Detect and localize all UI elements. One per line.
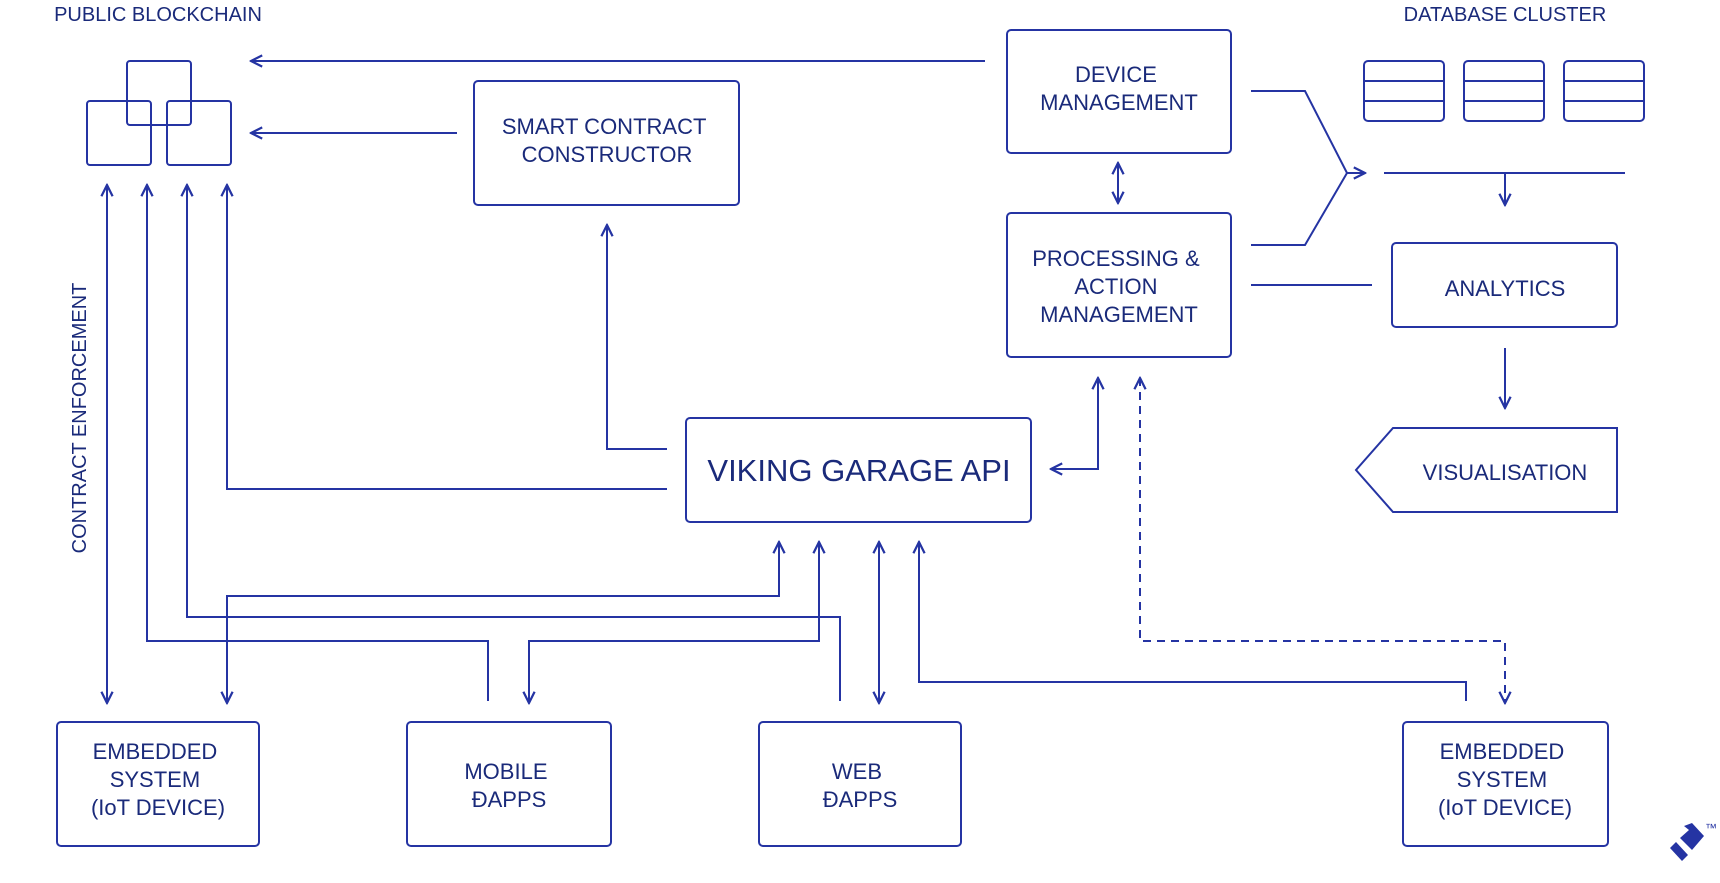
analytics-label: ANALYTICS — [1445, 276, 1566, 301]
embedded-system-right-label: EMBEDDED SYSTEM (IoT DEVICE) — [1438, 739, 1572, 820]
blockchain-blocks-icon — [86, 60, 232, 166]
public-blockchain-label: PUBLIC BLOCKCHAIN — [54, 4, 262, 26]
arrow-mobile-to-blockchain — [147, 185, 489, 701]
connector-device-to-database — [1251, 90, 1365, 173]
visualisation-label: VISUALISATION — [1423, 460, 1588, 485]
database-table-icon — [1363, 60, 1445, 122]
smart-contract-label: SMART CONTRACT CONSTRUCTOR — [502, 114, 712, 167]
processing-label: PROCESSING & ACTION MANAGEMENT — [1032, 246, 1206, 327]
toptal-logo-icon — [1670, 823, 1704, 861]
viking-garage-api-box — [685, 417, 1032, 523]
arrow-api-to-embedded-left — [227, 542, 779, 703]
processing-action-management-box — [1006, 212, 1232, 358]
arrow-processing-api — [1051, 378, 1098, 469]
web-dapps-box — [758, 721, 962, 847]
database-table-icon — [1563, 60, 1645, 122]
embedded-system-left-box — [56, 721, 260, 847]
arrow-api-to-mobile — [529, 542, 819, 703]
smart-contract-constructor-box — [473, 80, 740, 206]
connector-processing-to-database — [1251, 172, 1348, 246]
contract-enforcement-label: CONTRACT ENFORCEMENT — [69, 283, 91, 554]
device-management-label: DEVICE MANAGEMENT — [1040, 62, 1198, 115]
mobile-dapps-box — [406, 721, 612, 847]
mobile-dapps-label: MOBILE ĐAPPS — [464, 759, 553, 812]
arrow-web-to-blockchain — [187, 185, 841, 701]
database-table-icon — [1463, 60, 1545, 122]
embedded-system-left-label: EMBEDDED SYSTEM (IoT DEVICE) — [91, 739, 225, 820]
analytics-box — [1391, 242, 1618, 328]
device-management-box — [1006, 29, 1232, 154]
arrow-api-to-blockchain — [227, 185, 667, 490]
trademark-symbol: ™ — [1705, 821, 1717, 835]
embedded-system-right-box — [1402, 721, 1609, 847]
viking-garage-api-label: VIKING GARAGE API — [707, 453, 1010, 488]
dashed-arrow-processing-embedded-right — [1140, 378, 1505, 703]
arrow-embedded-right-to-api — [919, 542, 1467, 701]
web-dapps-label: WEB ĐAPPS — [823, 759, 898, 812]
arrow-api-to-contract-constructor — [607, 225, 667, 450]
database-cluster-label: DATABASE CLUSTER — [1404, 4, 1607, 26]
